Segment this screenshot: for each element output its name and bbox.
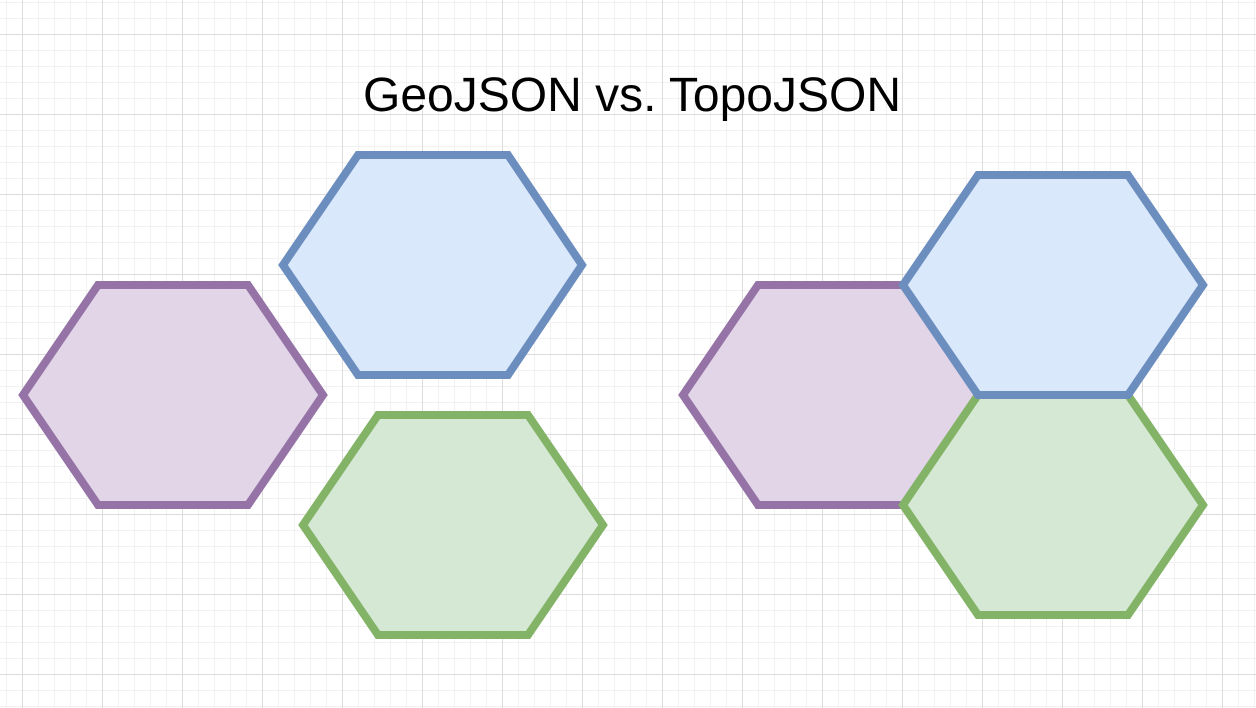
- geojson-purple-hexagon[interactable]: [18, 281, 328, 509]
- topojson-group: [678, 171, 1208, 619]
- geojson-green-hexagon[interactable]: [298, 411, 608, 639]
- page-title: GeoJSON vs. TopoJSON: [363, 69, 901, 122]
- geojson-group: [18, 151, 608, 639]
- topojson-blue-hexagon[interactable]: [898, 171, 1208, 399]
- geojson-blue-hexagon[interactable]: [278, 151, 587, 379]
